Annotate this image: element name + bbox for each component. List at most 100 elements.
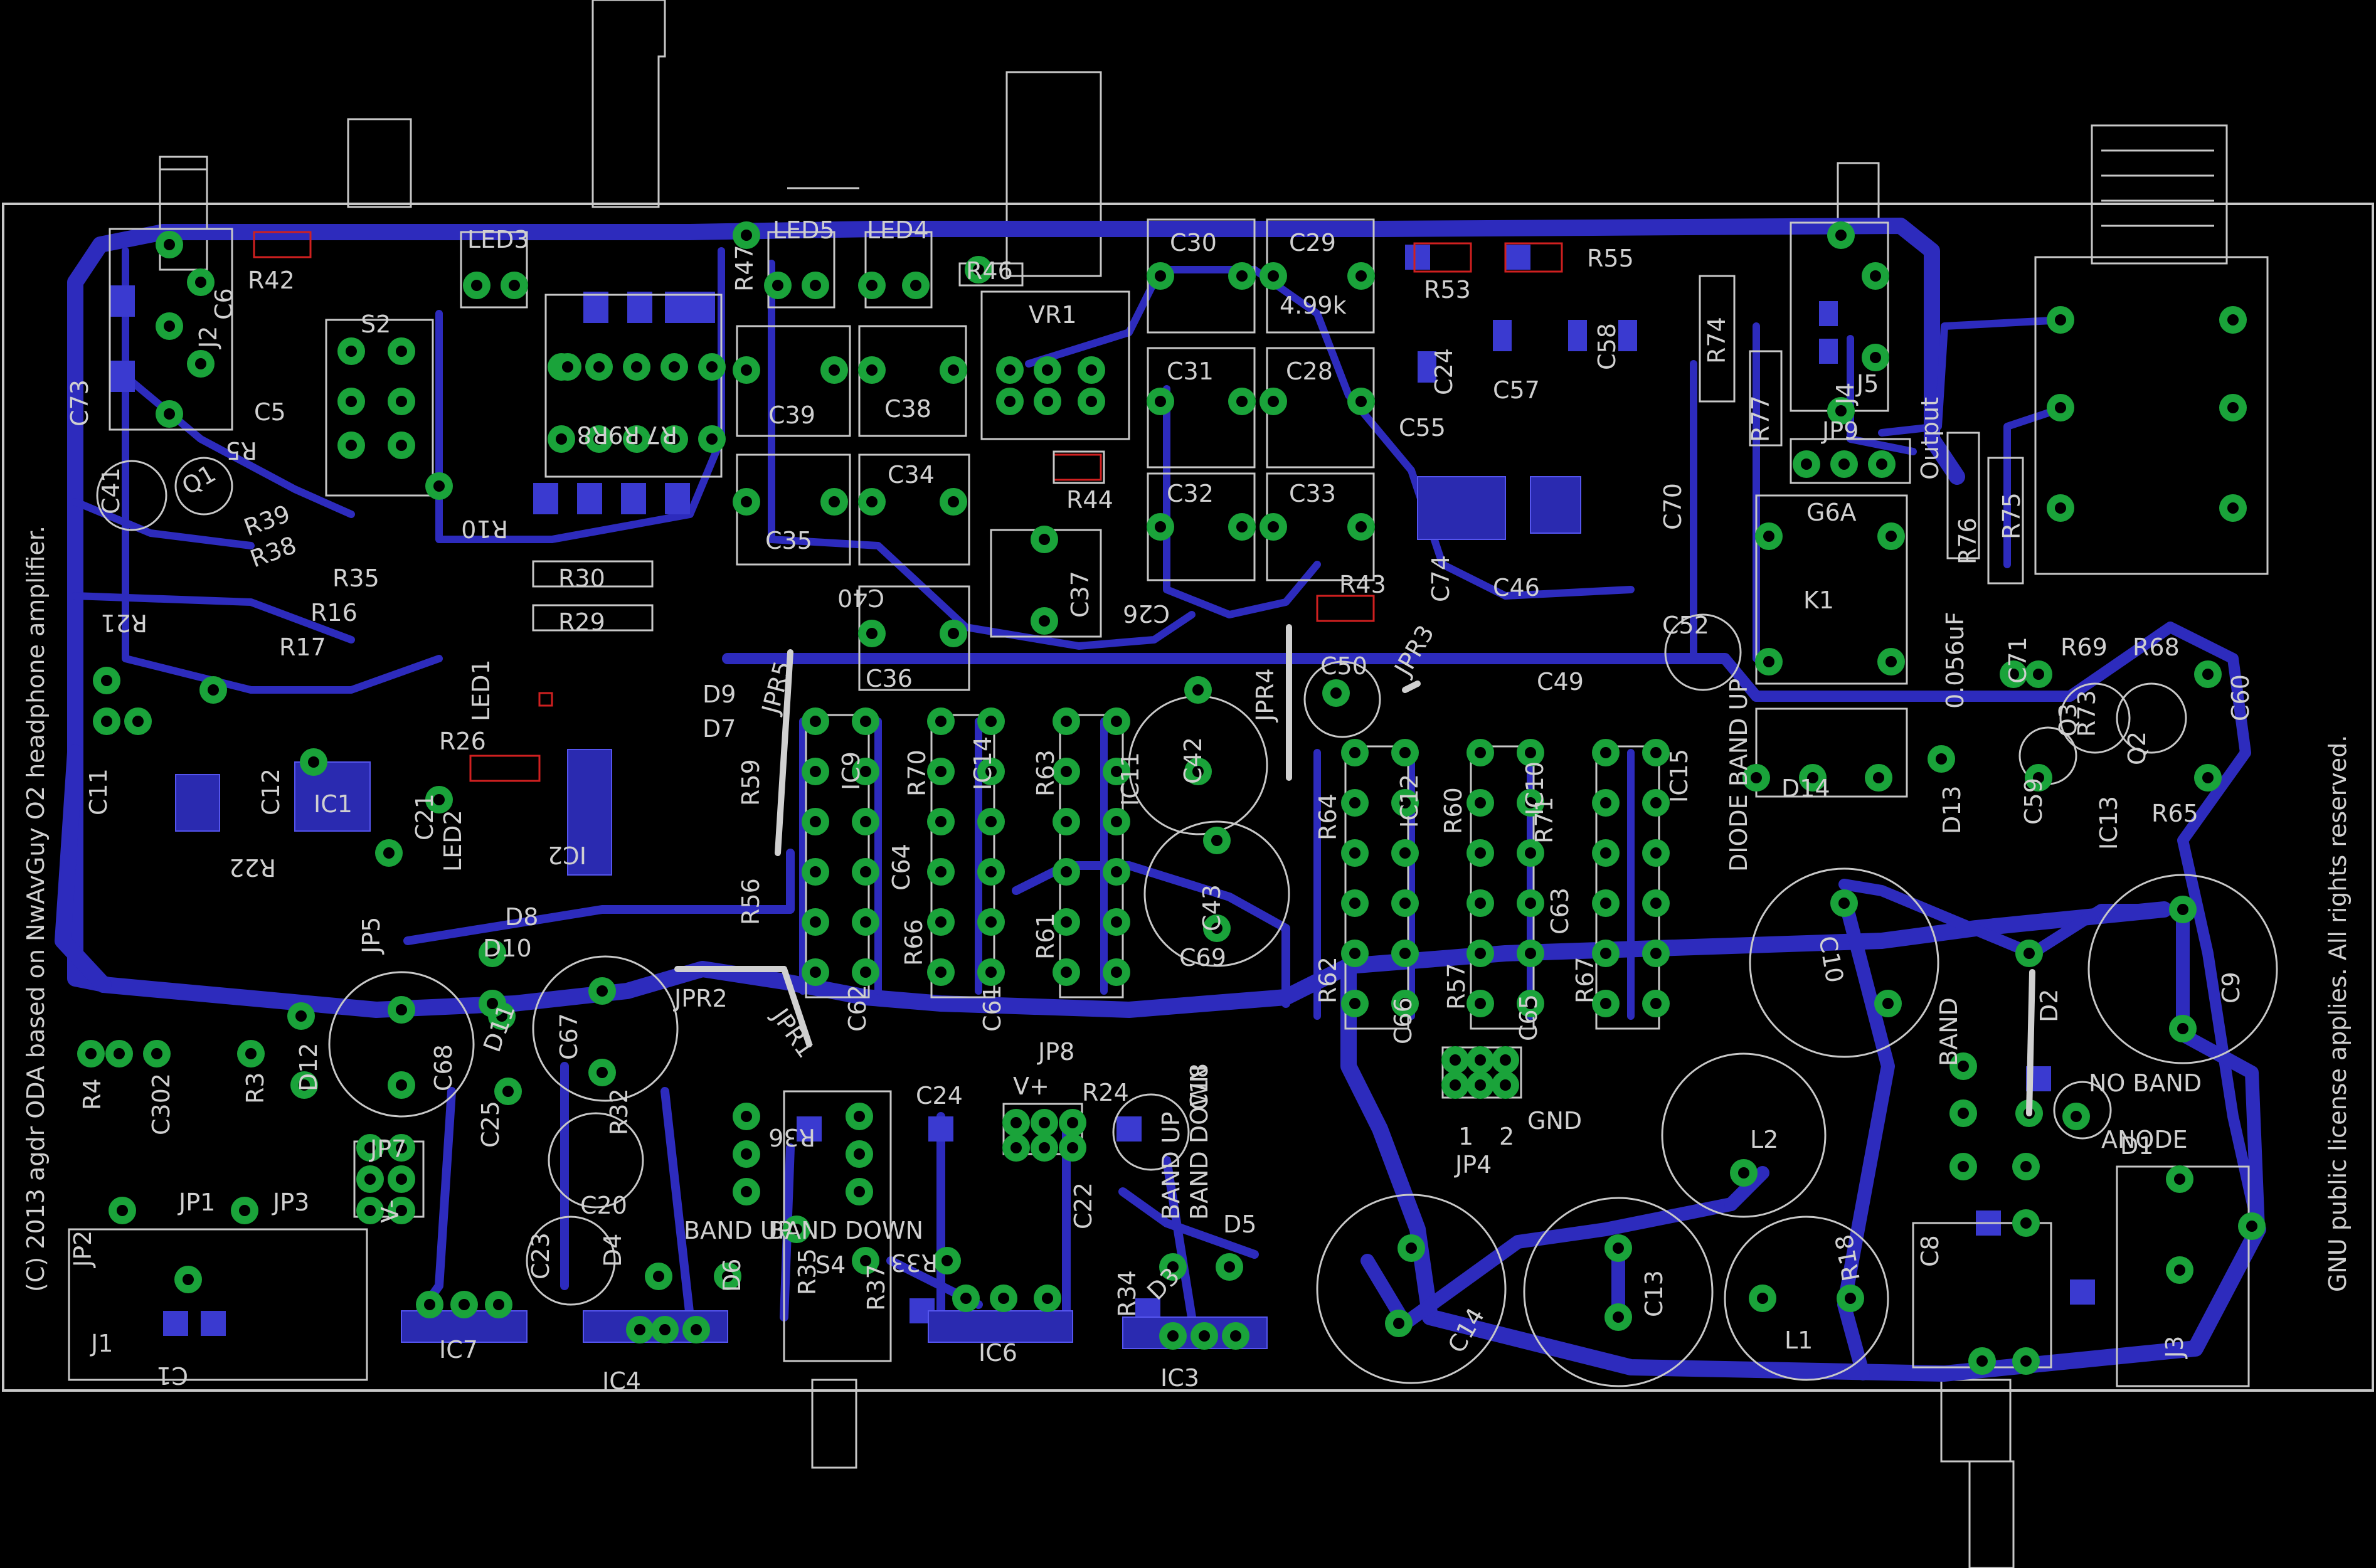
pad-hole [1061,766,1072,777]
label-r22: R22 [229,854,276,881]
pad-hole [1155,270,1166,282]
label-c30: C30 [1170,229,1217,257]
label-r73: R73 [2073,690,2101,737]
label-r35b: R35 [793,1248,821,1295]
label-4-99k: 4.99k [1280,292,1347,319]
electrolytic-caps [96,457,2278,1387]
label-jp4: JP4 [1454,1151,1492,1179]
pad-hole [1807,772,1818,783]
pad-hole [741,1111,752,1122]
pad-hole [1650,797,1662,808]
pad-hole [164,408,175,420]
pad-hole [1399,797,1411,808]
pad-hole [1650,847,1662,859]
pad-hole [866,496,878,507]
label-r35: R35 [332,564,379,592]
pad-hole [948,364,959,376]
pad-hole [183,1274,194,1285]
pad-hole [860,816,871,827]
pad-hole [829,364,840,376]
label-r67: R67 [1571,956,1599,1004]
pad-hole [85,1048,97,1059]
label-pin2: 2 [1499,1123,1514,1150]
pad-hole [860,916,871,928]
label-j2: J2 [194,326,222,349]
label-j3: J3 [2161,1336,2188,1359]
label-c18: C18 [1185,1063,1213,1110]
pad-hole [1475,948,1486,959]
pad-hole [1958,1108,1969,1119]
pad-hole [722,1271,733,1282]
label-k1: K1 [1803,586,1834,614]
pad-hole [1042,396,1053,407]
label-jp3: JP3 [272,1189,309,1216]
pad-hole [1757,1293,1768,1304]
pad-hole [1061,716,1072,727]
label-r75: R75 [1998,492,2025,539]
pad-hole [1600,948,1611,959]
label-r68: R68 [2133,633,2180,661]
pad-hole [634,1324,645,1335]
pad-hole [1801,458,1812,470]
pad-hole [706,433,718,445]
label-r37: R37 [862,1264,890,1311]
label-r46: R46 [966,257,1013,285]
pad-hole [2020,1217,2032,1229]
pad-hole [1111,766,1122,777]
pad-hole [1475,1079,1486,1091]
pad-hole [1349,847,1360,859]
label-c28: C28 [1286,358,1333,385]
pad-hole [653,1271,664,1282]
thru-hole-pads [77,221,2266,1375]
pad-hole [1525,747,1536,758]
label-c29: C29 [1289,229,1336,257]
pad-hole [1976,1355,1988,1367]
pad-hole [1399,898,1411,909]
label-c34: C34 [888,461,935,489]
label-jpr4: JPR4 [1251,668,1279,723]
pad-hole [1600,747,1611,758]
pad-hole [948,496,959,507]
label-c302: C302 [147,1073,175,1135]
pad-hole [364,1205,376,1216]
label-r43: R43 [1339,571,1386,598]
pad-hole [459,1299,470,1310]
label-r57: R57 [1443,963,1470,1010]
pad-hole [1086,364,1097,376]
pad-hole [1010,1142,1022,1153]
label-r61: R61 [1032,913,1059,960]
label-c13: C13 [1640,1270,1668,1317]
label-c60: C60 [2227,674,2254,721]
tag-band-down: BAND DOWN [768,1217,923,1244]
label-r26: R26 [439,728,486,755]
pad-hole [2055,402,2066,413]
pad-hole [1349,998,1360,1009]
label-r42: R42 [248,267,295,294]
label-l1: L1 [1785,1327,1813,1354]
tag-band-down: BAND DOWN [1185,1065,1213,1220]
pad-hole [471,280,482,291]
pad-hole [2008,669,2019,680]
pad-hole [1039,1142,1050,1153]
pad-hole [364,1142,376,1153]
label-d5: D5 [1223,1210,1256,1238]
pad-hole [493,1299,504,1310]
pad-hole [1525,847,1536,859]
pad-hole [1475,1054,1486,1066]
pad-hole [1067,1142,1078,1153]
pad-hole [1039,534,1050,545]
pad-hole [1958,1161,1969,1172]
label-jp7: JP7 [369,1135,406,1163]
pad-hole [741,230,752,241]
label-c73: C73 [66,379,93,426]
label-output: Output [1916,397,1944,480]
label-l2: L2 [1750,1126,1778,1153]
marker-boxes [253,231,1563,782]
pad-hole [1475,797,1486,808]
label-d4: D4 [599,1234,627,1267]
label-r7: R7 [645,421,677,448]
label-c66: C66 [1389,997,1417,1044]
pad-hole [1111,967,1122,978]
pad-hole [2020,1161,2032,1172]
label-d8: D8 [505,903,538,931]
